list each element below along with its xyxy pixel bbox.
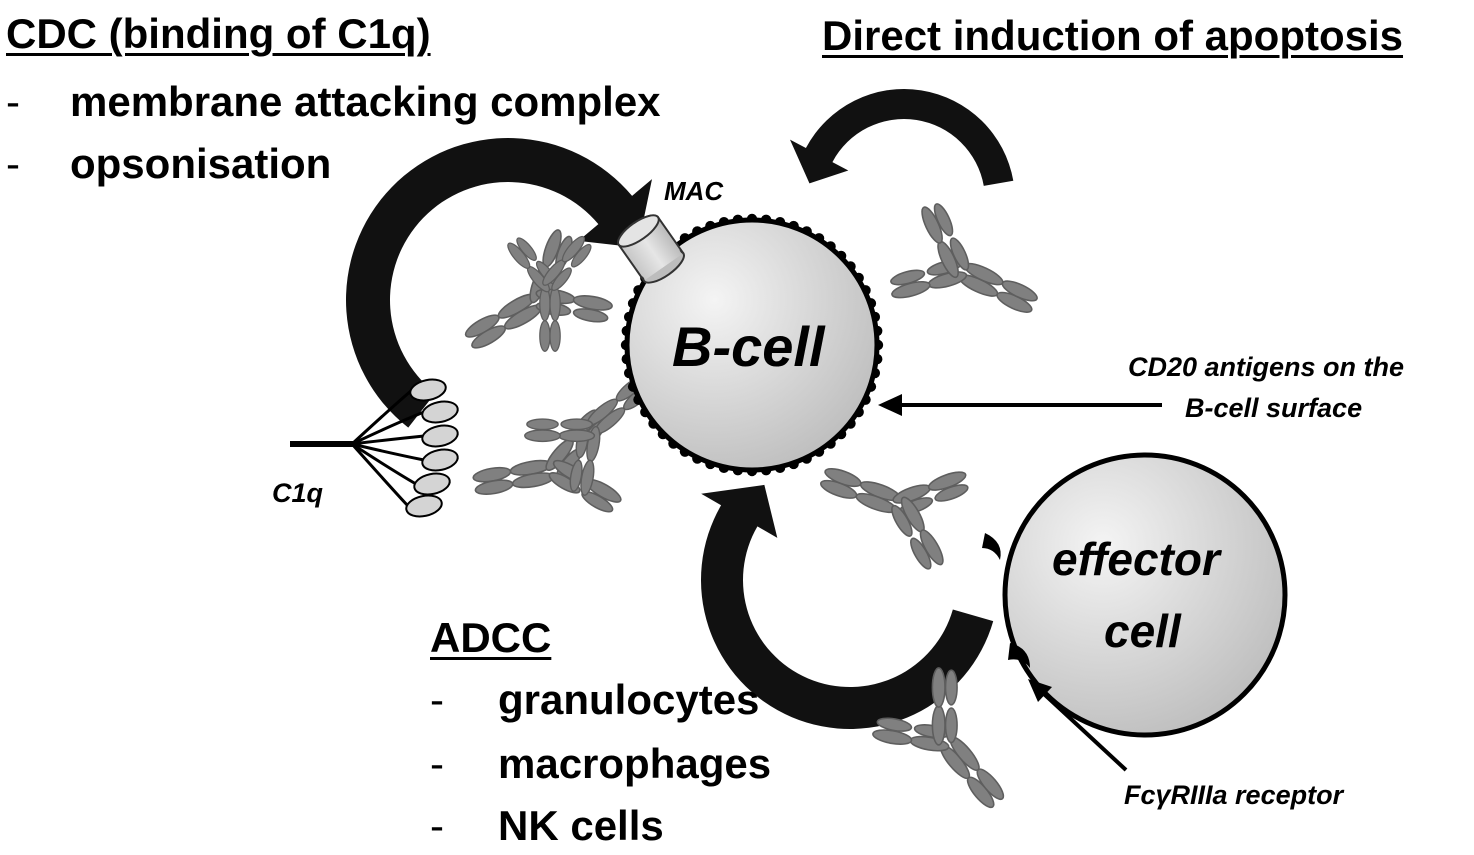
adcc-item-dash: -: [430, 740, 444, 787]
cd20-label-line2: B-cell surface: [1185, 393, 1363, 423]
c1q-complex: [290, 378, 459, 518]
effector-cell-label-line2: cell: [1104, 605, 1181, 657]
antibody-apoptosis: [890, 203, 1038, 313]
cdc-curved-arrow: [346, 137, 653, 428]
adcc-item-text: NK cells: [498, 802, 664, 849]
cdc-item-opsonisation: - opsonisation: [6, 140, 406, 194]
adcc-item-nk-cells: - NK cells: [430, 802, 810, 850]
cdc-item-dash: -: [6, 78, 20, 125]
mac-label: MAC: [664, 176, 724, 206]
antibody-cdc-upper: [464, 229, 613, 349]
adcc-item-dash: -: [430, 802, 444, 849]
adcc-item-dash: -: [430, 676, 444, 723]
cdc-item-mac: - membrane attacking complex: [6, 78, 746, 132]
effector-cell-shape: [1002, 452, 1288, 738]
apoptosis-heading: Direct induction of apoptosis: [822, 12, 1404, 59]
cdc-item-text: membrane attacking complex: [70, 78, 661, 125]
antibody-lower-center: [524, 376, 652, 496]
adcc-item-macrophages: - macrophages: [430, 740, 810, 794]
adcc-heading: ADCC: [430, 614, 552, 661]
c1q-label: C1q: [272, 478, 324, 508]
b-cell-shape: [624, 217, 880, 473]
cdc-item-text: opsonisation: [70, 140, 332, 187]
mac-pore-icon: [617, 214, 685, 284]
cd20-pointer-arrow: [878, 394, 1162, 416]
adcc-curved-arrow: [701, 484, 994, 730]
fc-receptor-label: FcγRIIIa receptor: [1124, 780, 1344, 810]
antibody-effector-top: [819, 467, 969, 570]
apoptosis-curved-arrow: [789, 89, 1014, 186]
adcc-item-text: granulocytes: [498, 676, 760, 723]
cdc-heading: CDC (binding of C1q): [6, 10, 431, 57]
receptor-pointer-arrow: [1028, 679, 1128, 772]
cd20-label-line1: CD20 antigens on the: [1128, 352, 1405, 382]
adcc-item-text: macrophages: [498, 740, 772, 787]
cdc-item-dash: -: [6, 140, 20, 187]
b-cell-label: B-cell: [672, 315, 825, 378]
antibody-top: [507, 235, 592, 352]
effector-cell-label-line1: effector: [1052, 533, 1220, 585]
antibody-effector-bottom: [872, 667, 1005, 809]
fc-receptor-marks: [982, 533, 1030, 668]
adcc-item-granulocytes: - granulocytes: [430, 676, 810, 730]
